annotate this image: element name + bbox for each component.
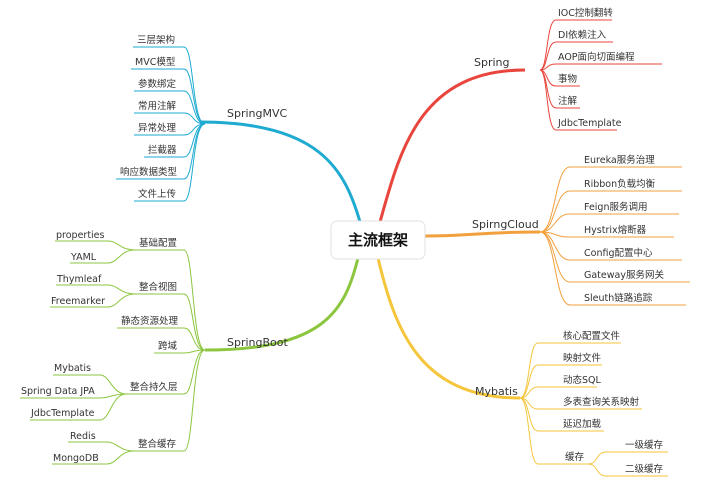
connector-root-mybatis	[376, 257, 521, 400]
boot-persist-jdbctemplate: JdbcTemplate	[30, 408, 95, 419]
boot-basic-config: 基础配置	[139, 237, 177, 249]
mvc-item-param-binding: 参数绑定	[138, 78, 177, 90]
cloud-item-feign: Feign服务调用	[584, 201, 647, 213]
mvc-item-common-annotations: 常用注解	[138, 100, 177, 112]
boot-static-resource: 静态资源处理	[121, 315, 179, 327]
branch-mybatis: Mybatis 核心配置文件 映射文件 动态SQL 多表查询关系映射 延迟加载 …	[376, 257, 668, 477]
boot-cache: 整合缓存	[138, 438, 177, 450]
mybatis-item-core-config: 核心配置文件	[563, 330, 621, 342]
mvc-item-file-upload: 文件上传	[138, 188, 177, 200]
branch-boot: SpringBoot 基础配置 properties YAML 整	[20, 230, 360, 465]
mvc-item-exception: 异常处理	[138, 122, 177, 134]
branch-cloud: SpirngCloud Eureka服务治理 Ribbon负载均衡 Feign服…	[424, 154, 690, 306]
connector-root-spring	[378, 68, 526, 223]
mybatis-cache-label: 缓存	[565, 451, 585, 463]
mybatis-item-multi-table: 多表查询关系映射	[563, 396, 640, 408]
cloud-item-sleuth: Sleuth链路追踪	[584, 292, 653, 304]
mvc-item-three-layer: 三层架构	[137, 34, 175, 46]
boot-cache-mongodb: MongoDB	[53, 453, 99, 464]
spring-item-di: DI依赖注入	[558, 29, 607, 41]
spring-item-transaction: 事物	[558, 73, 578, 85]
boot-basic-yaml: YAML	[70, 252, 97, 263]
cloud-item-gateway: Gateway服务网关	[584, 269, 664, 281]
root-node: 主流框架	[330, 220, 426, 260]
cloud-item-config: Config配置中心	[584, 247, 653, 259]
spring-item-ioc: IOC控制翻转	[558, 7, 613, 19]
spring-item-annotation: 注解	[558, 95, 578, 107]
mybatis-cache-level1: 一级缓存	[625, 439, 664, 451]
cloud-item-ribbon: Ribbon负载均衡	[584, 178, 656, 190]
branch-label-cloud: SpirngCloud	[472, 218, 539, 231]
cloud-item-hystrix: Hystrix熔断器	[584, 224, 647, 236]
boot-view: 整合视图	[139, 281, 177, 293]
mybatis-item-dynamic-sql: 动态SQL	[563, 374, 602, 386]
boot-cors: 跨域	[158, 340, 178, 352]
mybatis-item-lazy-load: 延迟加载	[563, 418, 602, 430]
boot-persist-jpa: Spring Data JPA	[21, 386, 95, 397]
boot-persist: 整合持久层	[130, 381, 178, 393]
mvc-item-response-type: 响应数据类型	[120, 166, 178, 178]
boot-view-thymleaf: Thymleaf	[56, 274, 102, 285]
cloud-item-eureka: Eureka服务治理	[584, 154, 655, 166]
mybatis-item-mapper: 映射文件	[563, 352, 602, 364]
spring-item-jdbctemplate: JdbcTemplate	[557, 118, 622, 129]
branch-label-mvc: SpringMVC	[227, 107, 288, 120]
connector-root-mvc	[199, 120, 362, 223]
branch-label-spring: Spring	[474, 56, 510, 69]
boot-basic-properties: properties	[56, 230, 105, 241]
connector-root-boot	[204, 257, 360, 352]
mvc-item-interceptor: 拦截器	[148, 144, 177, 156]
spring-item-aop: AOP面向切面编程	[558, 51, 635, 63]
branch-label-mybatis: Mybatis	[475, 385, 518, 398]
boot-cache-redis: Redis	[70, 431, 96, 442]
mvc-item-mvc-model: MVC模型	[135, 56, 176, 68]
connector-root-cloud	[424, 230, 541, 238]
root-title: 主流框架	[348, 231, 408, 249]
branch-spring: Spring IOC控制翻转 DI依赖注入 AOP面向切面编程 事物 注解 Jd…	[378, 7, 662, 223]
branch-mvc: SpringMVC 三层架构 MVC模型 参数绑定 常用注解 异常处理 拦截器 …	[116, 34, 362, 223]
boot-persist-mybatis: Mybatis	[54, 363, 91, 374]
boot-view-freemarker: Freemarker	[51, 296, 105, 307]
mybatis-cache-level2: 二级缓存	[625, 463, 664, 475]
branch-label-boot: SpringBoot	[227, 336, 289, 349]
